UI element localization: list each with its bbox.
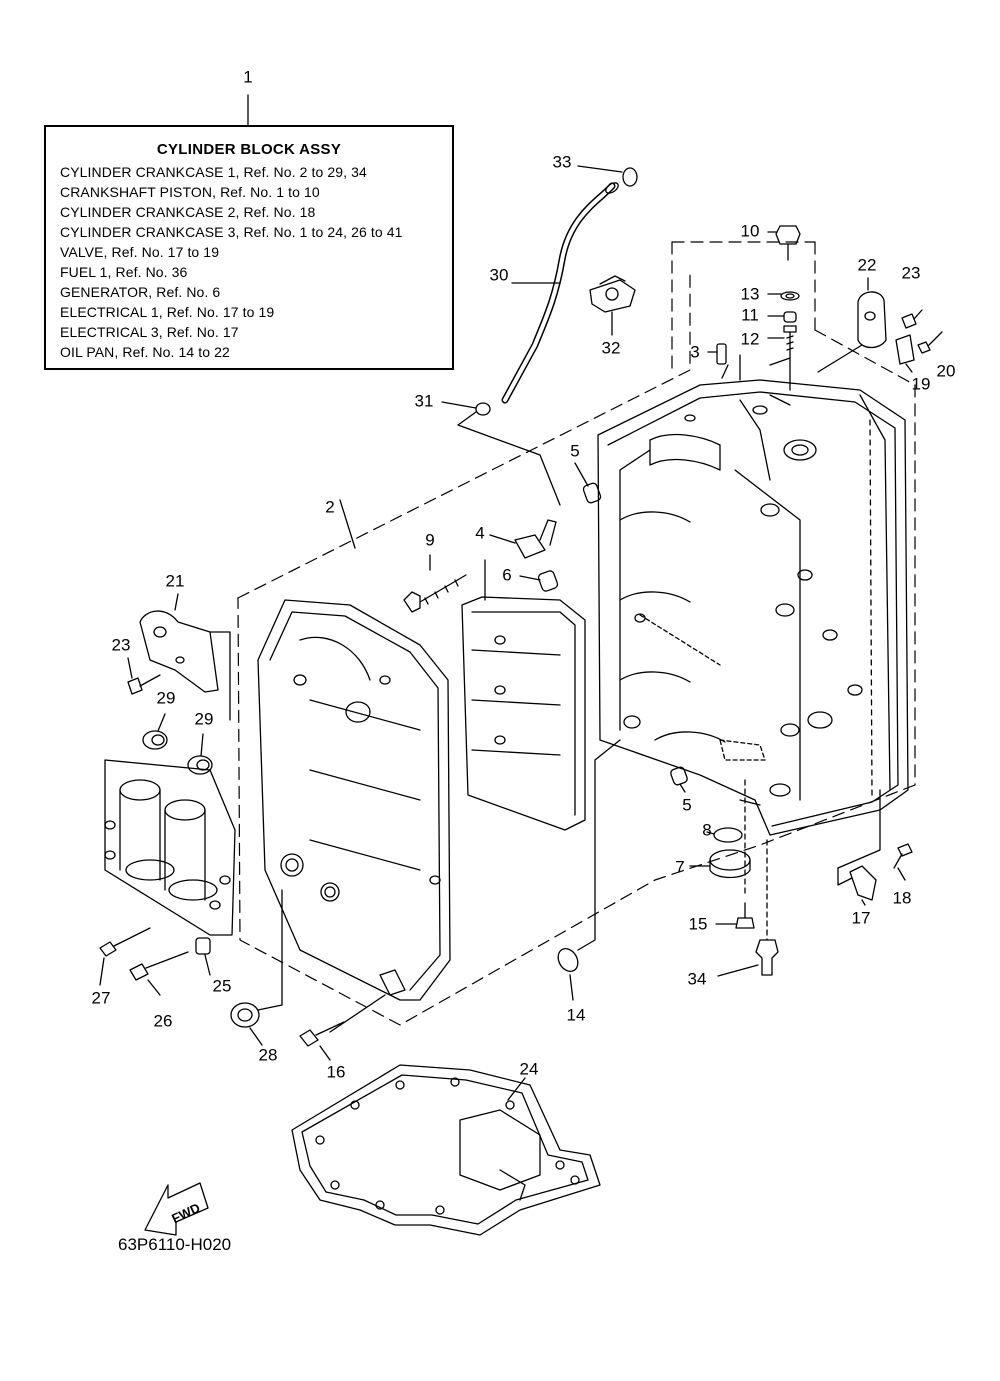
callout-19: 19 [911,374,931,394]
callout-13: 13 [740,284,760,304]
callout-21: 21 [165,571,185,591]
fwd-arrow [145,1183,208,1235]
assembly-ref-line: ELECTRICAL 3, Ref. No. 17 [60,324,239,340]
callout-23-left: 23 [111,635,131,655]
assembly-reference-list: CYLINDER CRANKCASE 1, Ref. No. 2 to 29, … [58,162,440,362]
pin-3 [708,344,726,364]
clamp-29-b [188,734,212,774]
callout-16: 16 [326,1062,346,1082]
callout-18: 18 [892,888,912,908]
assembly-reference-box: CYLINDER BLOCK ASSY CYLINDER CRANKCASE 1… [44,125,454,370]
washer-13 [768,292,799,300]
callout-5-upper: 5 [570,441,580,461]
dowel-6 [520,570,559,592]
callout-30: 30 [489,265,509,285]
callout-1: 1 [243,67,253,87]
assembly-ref-line: CYLINDER CRANKCASE 3, Ref. No. 1 to 24, … [60,224,403,240]
callout-20: 20 [936,361,956,381]
callout-5-lower: 5 [682,795,692,815]
assembly-ref-line: GENERATOR, Ref. No. 6 [60,284,221,300]
bolt-16 [300,995,385,1060]
callout-3: 3 [690,342,700,362]
cover-17 [838,790,880,905]
callout-22: 22 [857,255,877,275]
bolt-9 [404,555,466,612]
assembly-ref-line: VALVE, Ref. No. 17 to 19 [60,244,220,260]
callout-14: 14 [566,1005,586,1025]
clamp-29-a [143,714,167,749]
clip-33 [578,166,637,186]
clip-31 [442,402,560,505]
diagram-code: 63P6110-H020 [118,1235,232,1254]
bolt-20 [918,332,942,353]
assembly-dashed-outline [238,242,915,1025]
bolt-12 [768,326,796,390]
bracket-19 [896,335,914,372]
bracket-21 [140,594,230,720]
bolt-15 [716,903,754,928]
callout-26: 26 [153,1011,173,1031]
assembly-title: CYLINDER BLOCK ASSY [156,141,342,158]
callout-28: 28 [258,1045,278,1065]
callout-33: 33 [552,152,572,172]
callout-23-right: 23 [901,263,921,283]
callout-24: 24 [519,1059,539,1079]
bolt-23-left [128,658,160,694]
callout-8: 8 [702,820,712,840]
callout-9: 9 [425,530,435,550]
plate-22 [818,278,886,372]
fitting-4 [490,520,556,558]
callout-32: 32 [601,338,621,358]
assembly-ref-line: CYLINDER CRANKCASE 2, Ref. No. 18 [60,204,316,220]
cap-7 [690,850,750,878]
bolt-18 [894,844,912,880]
callout-29-a: 29 [156,688,176,708]
assembly-ref-line: CYLINDER CRANKCASE 1, Ref. No. 2 to 29, … [60,164,367,180]
assembly-ref-line: CRANKSHAFT PISTON, Ref. No. 1 to 10 [60,184,320,200]
bolt-10 [768,226,800,260]
callout-34: 34 [687,969,707,989]
bolt-27 [100,928,150,985]
callout-12: 12 [740,329,760,349]
bolt-23-right [902,310,922,328]
callout-15: 15 [688,914,708,934]
callout-7: 7 [675,857,685,877]
callout-25: 25 [212,976,232,996]
callout-4: 4 [475,523,485,543]
fwd-label: FWD [169,1200,202,1226]
cylinder-block [598,355,908,835]
seal-11 [768,312,796,322]
o-ring-8 [707,828,742,842]
callout-10: 10 [740,221,760,241]
callout-27: 27 [91,988,111,1008]
bracket-32 [590,276,635,335]
hose-30 [505,181,620,400]
callout-6: 6 [502,565,512,585]
o-ring-14 [554,740,620,1000]
assembly-ref-line: ELECTRICAL 1, Ref. No. 17 to 19 [60,304,275,320]
callout-17: 17 [851,908,871,928]
bolt-26 [130,952,188,995]
dowel-5-lower [670,766,689,792]
assembly-ref-line: FUEL 1, Ref. No. 36 [60,264,188,280]
gasket-24 [292,1065,600,1235]
sensor-34 [718,840,778,976]
callout-11: 11 [741,305,759,325]
bearing-carrier [462,560,585,830]
grommet-25 [196,938,210,975]
coil-assembly [105,760,235,935]
assembly-ref-line: OIL PAN, Ref. No. 14 to 22 [60,344,230,360]
crankcase-2 [258,500,450,1000]
plug-28 [231,890,282,1045]
callout-2: 2 [325,497,335,517]
callout-31: 31 [414,391,434,411]
callout-29-b: 29 [194,709,214,729]
